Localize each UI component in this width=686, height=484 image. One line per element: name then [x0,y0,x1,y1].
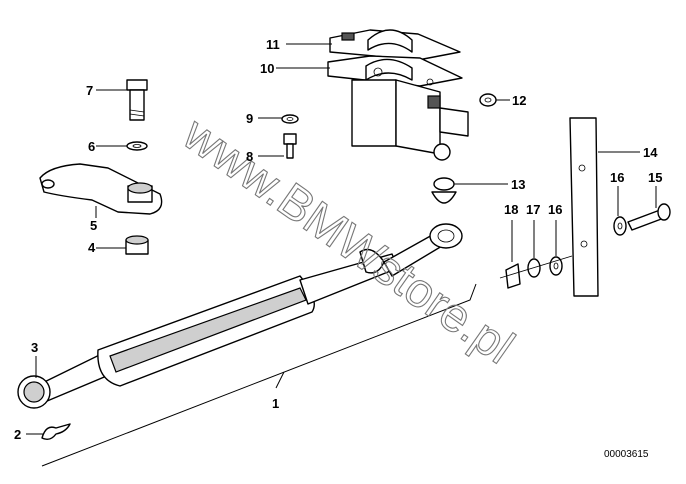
callout-6: 6 [88,139,95,154]
callout-4: 4 [88,240,96,255]
mount-5 [39,163,163,215]
bolt-15 [627,203,671,231]
diagram-code: 00003615 [604,449,649,460]
callout-5: 5 [90,218,97,233]
callout-16-left: 16 [548,202,562,217]
nut-12 [479,93,497,107]
nut-18 [499,255,573,289]
callout-17: 17 [526,202,540,217]
callout-13: 13 [511,177,525,192]
callout-16-right: 16 [610,170,624,185]
washer-16-right [613,216,627,236]
ball-joint-13 [431,177,457,204]
callout-10: 10 [260,61,274,76]
washer-9 [281,114,299,124]
steering-damper [17,223,463,409]
callout-14: 14 [643,145,658,160]
callout-3: 3 [31,340,38,355]
callout-18: 18 [504,202,518,217]
callout-1: 1 [272,396,279,411]
callout-12: 12 [512,93,526,108]
callout-8: 8 [246,149,253,164]
callout-2: 2 [14,427,21,442]
washer-6 [126,141,148,151]
screw-8 [283,133,297,159]
callout-7: 7 [86,83,93,98]
callout-15: 15 [648,170,662,185]
clip-2 [41,423,71,441]
callout-9: 9 [246,111,253,126]
strap-14 [569,117,599,297]
callout-11: 11 [266,37,280,52]
bolt-7 [126,79,148,121]
nut-4 [125,235,149,255]
bracket-assembly [327,29,469,161]
